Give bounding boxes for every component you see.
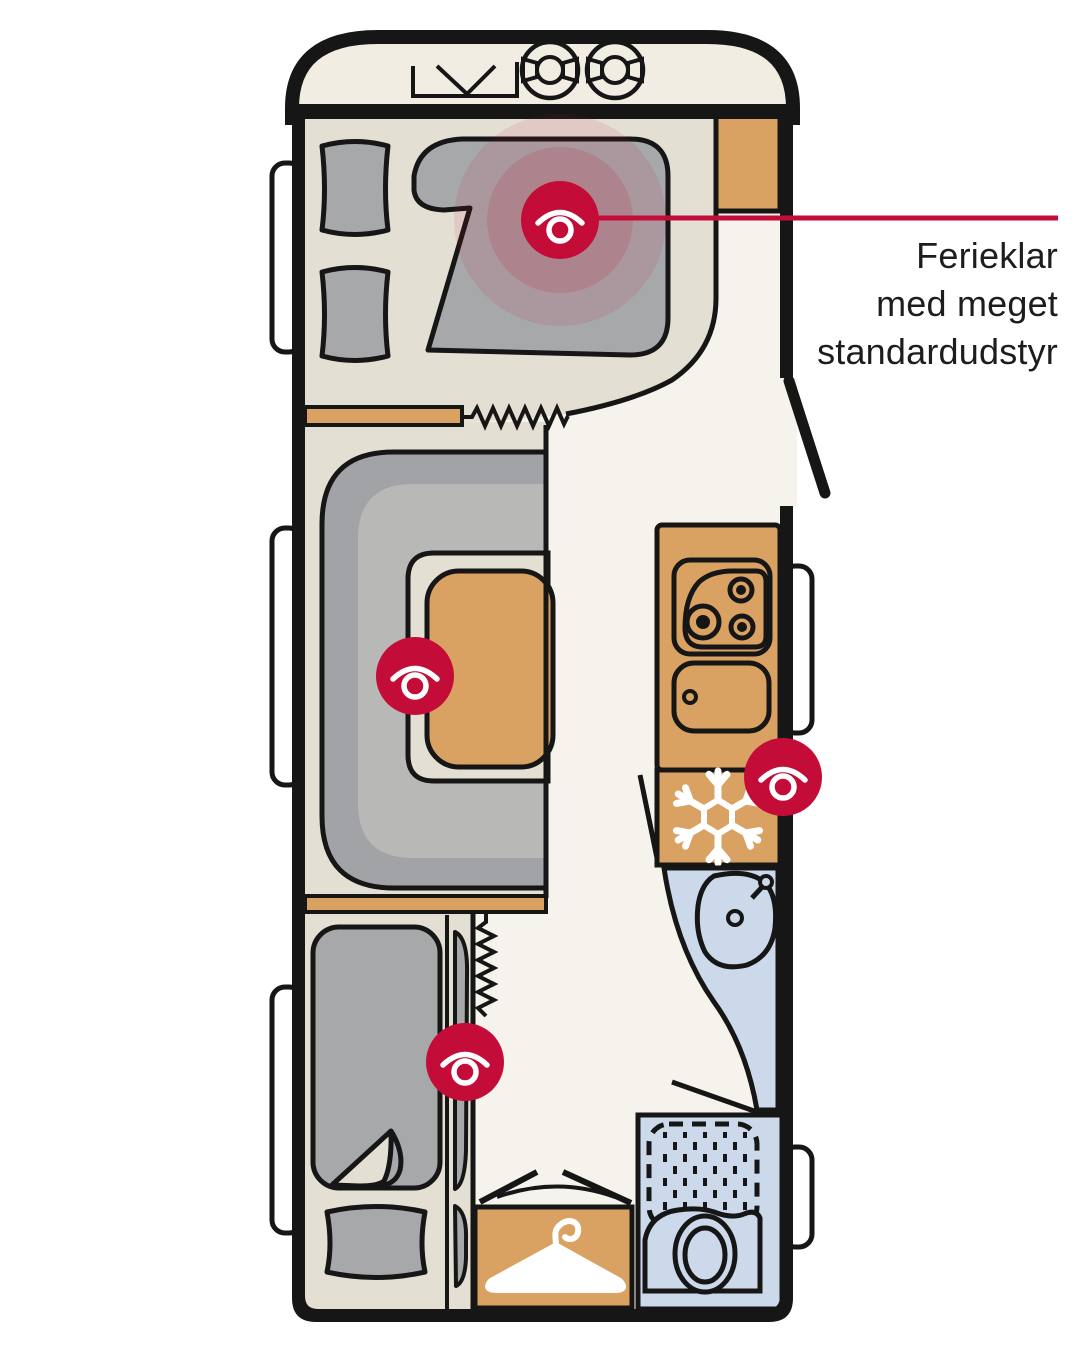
hotspot-front-bed[interactable] (521, 181, 599, 259)
eye-icon (440, 1051, 490, 1086)
snowflake-icon (673, 767, 763, 867)
sink-drain (682, 689, 698, 705)
pillow (319, 139, 391, 237)
rear-wardrobe (472, 1169, 635, 1311)
curtain-zigzag-front (462, 403, 570, 431)
hotspot-fridge[interactable] (744, 738, 822, 816)
hotspot-dinette[interactable] (376, 637, 454, 715)
hotspot-rear-bed[interactable] (426, 1023, 504, 1101)
shelf-rear (303, 894, 548, 914)
pillow (324, 1204, 428, 1280)
eye-icon (758, 766, 808, 801)
annotation-line: Ferieklar (916, 235, 1058, 276)
eye-icon (390, 665, 440, 700)
eye-icon (535, 209, 585, 244)
shower-tray (657, 1132, 749, 1219)
door-opening (779, 378, 797, 506)
washroom (661, 865, 781, 1115)
front-wardrobe (713, 110, 783, 214)
pillow (319, 265, 391, 363)
rear-bed (310, 924, 470, 1288)
entry-door-leaf (783, 375, 831, 499)
annotation-text: Ferieklar med meget standardudstyr (817, 232, 1058, 376)
bedroom-divider-wall (565, 113, 719, 417)
hitch-icon (411, 62, 519, 98)
hanger-icon (485, 1218, 626, 1293)
gas-bottles-icon (519, 39, 646, 101)
curtain-zigzag-rear (473, 913, 499, 1018)
fridge (654, 767, 783, 868)
side-mattress (453, 1204, 469, 1288)
annotation-line: med meget (876, 283, 1058, 324)
hob-burners (684, 576, 756, 641)
front-cap (285, 30, 800, 125)
hob-plate (671, 557, 773, 657)
annotation-line: standardudstyr (817, 331, 1058, 372)
toilet-room (635, 1112, 785, 1312)
kitchen-block (654, 522, 783, 773)
shelf-front (303, 405, 464, 427)
washroom-door-line (671, 1079, 758, 1115)
sink (671, 660, 772, 734)
